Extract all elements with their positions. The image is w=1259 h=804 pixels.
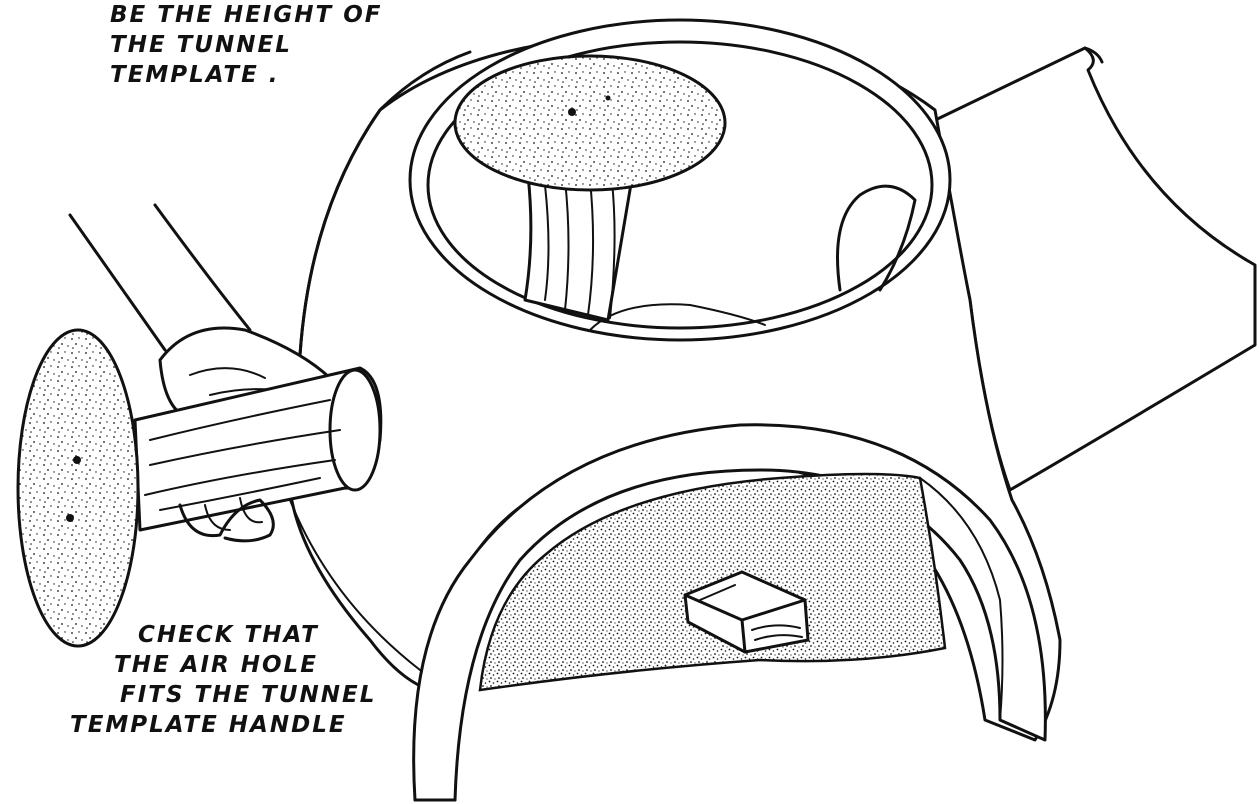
bottom-note-line: FITS THE TUNNEL [100, 680, 376, 710]
bottom-note-line: TEMPLATE HANDLE [70, 710, 376, 740]
top-opening [410, 20, 950, 340]
top-note-line: TEMPLATE . [110, 60, 383, 90]
top-note-line: THE TUNNEL [110, 30, 383, 60]
bottom-note: CHECK THAT THE AIR HOLE FITS THE TUNNEL … [100, 620, 376, 740]
template-disc-held [18, 330, 138, 646]
bottom-note-line: THE AIR HOLE [100, 650, 376, 680]
bottom-note-line: CHECK THAT [100, 620, 376, 650]
template-disc-top [455, 56, 725, 190]
top-note-line: BE THE HEIGHT OF [110, 0, 383, 30]
top-note: BE THE HEIGHT OF THE TUNNEL TEMPLATE . [110, 0, 383, 90]
